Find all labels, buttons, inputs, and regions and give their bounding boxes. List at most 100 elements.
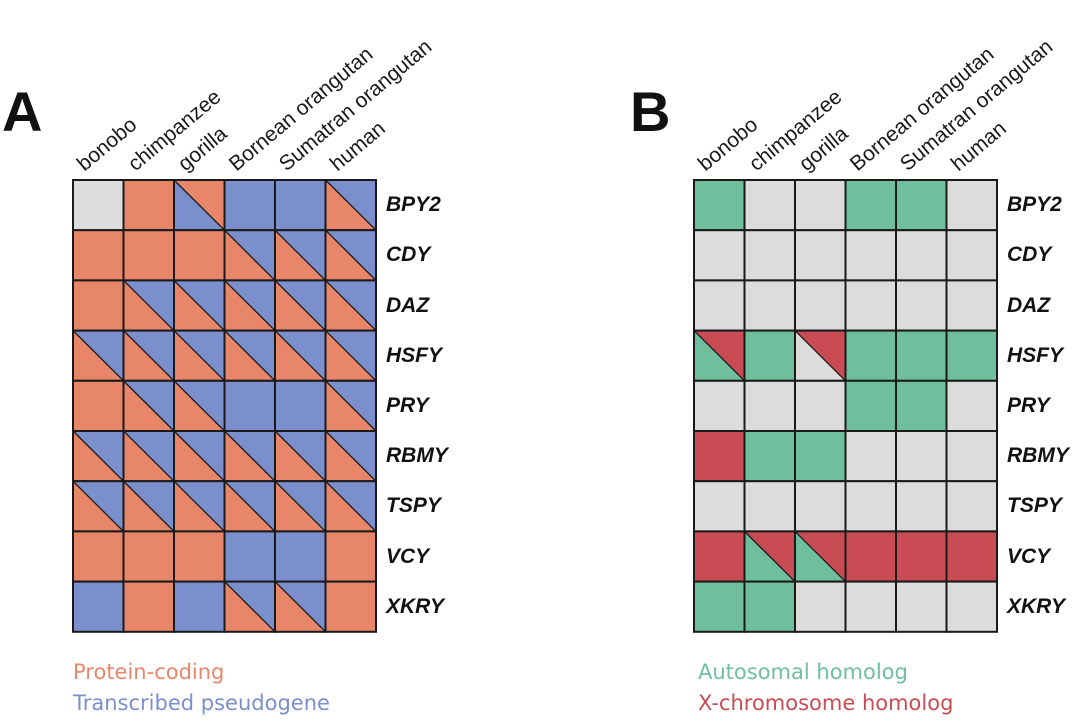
cell-fill <box>123 180 174 231</box>
grid-cell <box>274 329 327 382</box>
grid-cell <box>743 279 796 332</box>
grid-cell <box>274 379 327 432</box>
cell-fill <box>694 431 745 482</box>
cell-fill <box>694 230 745 281</box>
grid-cell <box>173 430 226 483</box>
grid-cell <box>945 580 998 633</box>
grid-cell <box>173 580 226 633</box>
grid-cell <box>895 229 948 282</box>
grid-cell <box>844 279 897 332</box>
grid-cell <box>895 179 948 232</box>
row-label: PRY <box>386 393 429 417</box>
grid-cell <box>844 379 897 432</box>
cell-diagonal <box>224 430 276 482</box>
legend-item: X-chromosome homolog <box>698 691 954 715</box>
grid-cell <box>693 279 746 332</box>
cell-fill <box>795 280 846 331</box>
panel-letter: A <box>2 80 43 143</box>
row-label: DAZ <box>1007 293 1051 317</box>
grid-cell <box>693 530 746 583</box>
grid-cell <box>743 329 796 382</box>
grid-cell <box>223 480 276 533</box>
cell-fill <box>73 180 124 231</box>
grid-cell <box>274 179 327 232</box>
grid-cell <box>743 480 796 533</box>
grid-cell <box>324 179 377 232</box>
cell-fill <box>845 280 896 331</box>
cell-diagonal <box>123 330 175 382</box>
cell-fill <box>896 180 947 231</box>
cell-diagonal <box>325 330 377 382</box>
cell-fill <box>896 330 947 381</box>
grid-cell <box>945 279 998 332</box>
grid-cell <box>844 480 897 533</box>
cell-fill <box>174 230 225 281</box>
grid-cell <box>945 530 998 583</box>
grid-cell <box>324 480 377 533</box>
cell-diagonal <box>123 380 175 432</box>
cell-fill <box>795 431 846 482</box>
cell-diagonal <box>274 330 326 382</box>
cell-diagonal <box>325 179 377 231</box>
cell-fill <box>946 581 997 632</box>
grid-cell <box>743 379 796 432</box>
cell-diagonal <box>224 480 276 532</box>
cell-fill <box>694 280 745 331</box>
grid-cell <box>693 329 746 382</box>
cell-fill <box>845 481 896 532</box>
cell-diagonal <box>224 279 276 332</box>
grid-cell <box>72 229 125 282</box>
cell-fill <box>275 531 326 582</box>
cell-fill <box>73 531 124 582</box>
grid-cell <box>122 329 175 382</box>
grid-cell <box>274 279 327 332</box>
cell-diagonal <box>274 480 326 532</box>
grid-cell <box>895 379 948 432</box>
grid-cell <box>173 329 226 382</box>
grid-cell <box>223 179 276 232</box>
legend-item: Autosomal homolog <box>698 660 908 684</box>
cell-fill <box>845 230 896 281</box>
grid-cell <box>693 430 746 483</box>
grid-cell <box>844 329 897 382</box>
grid-cell <box>895 329 948 382</box>
panel-letter: B <box>630 80 671 143</box>
cell-diagonal <box>274 430 326 482</box>
row-label: RBMY <box>386 444 448 468</box>
cell-fill <box>73 581 124 632</box>
cell-fill <box>744 330 795 381</box>
row-label: CDY <box>386 243 431 267</box>
grid-cell <box>223 530 276 583</box>
grid-cell <box>895 580 948 633</box>
cell-diagonal <box>173 279 225 332</box>
cell-diagonal <box>72 430 124 482</box>
grid-cell <box>693 580 746 633</box>
cell-fill <box>946 180 997 231</box>
cell-fill <box>845 431 896 482</box>
heatmap-grid <box>693 179 998 633</box>
cell-fill <box>845 380 896 431</box>
cell-fill <box>845 330 896 381</box>
cell-fill <box>795 581 846 632</box>
cell-fill <box>845 531 896 582</box>
cell-diagonal <box>72 480 124 532</box>
cell-fill <box>946 431 997 482</box>
cell-fill <box>174 581 225 632</box>
grid-cell <box>794 580 847 633</box>
row-label: BPY2 <box>386 193 441 217</box>
cell-diagonal <box>325 480 377 532</box>
grid-cell <box>324 430 377 483</box>
cell-fill <box>795 180 846 231</box>
cell-fill <box>795 230 846 281</box>
grid-cell <box>324 279 377 332</box>
legend-item: Transcribed pseudogene <box>73 691 330 715</box>
grid-cell <box>173 179 226 232</box>
cell-fill <box>73 280 124 331</box>
grid-cell <box>743 229 796 282</box>
grid-cell <box>945 379 998 432</box>
cell-fill <box>946 280 997 331</box>
cell-fill <box>845 180 896 231</box>
grid-cell <box>895 430 948 483</box>
cell-fill <box>694 581 745 632</box>
grid-cell <box>794 480 847 533</box>
